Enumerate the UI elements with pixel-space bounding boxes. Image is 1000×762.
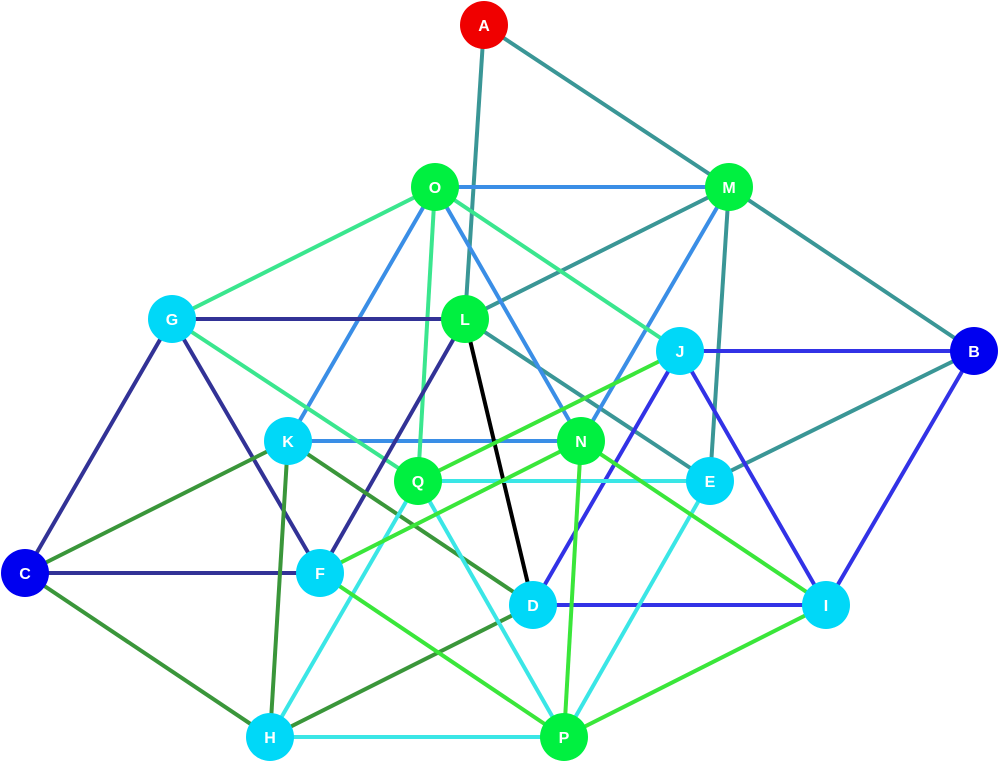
node-o: O xyxy=(411,163,459,211)
edge-l-e xyxy=(463,317,712,483)
node-b: B xyxy=(950,327,998,375)
edge-o-j xyxy=(433,185,682,353)
edge-q-p xyxy=(416,480,566,738)
edge-g-c xyxy=(23,317,174,575)
node-label: B xyxy=(968,344,980,361)
edge-k-c xyxy=(24,439,289,575)
edge-h-d xyxy=(269,603,534,739)
node-i: I xyxy=(802,581,850,629)
edge-k-d xyxy=(286,439,535,607)
edge-j-i xyxy=(678,350,828,606)
edge-m-n xyxy=(579,185,731,443)
node-circle xyxy=(148,295,196,343)
node-e: E xyxy=(686,457,734,505)
node-label: A xyxy=(478,18,490,35)
node-k: K xyxy=(264,417,312,465)
node-label: I xyxy=(824,598,828,615)
node-label: P xyxy=(559,730,570,747)
edge-n-p xyxy=(562,440,583,738)
edge-o-q xyxy=(416,186,437,482)
node-label: E xyxy=(705,474,716,491)
node-circle xyxy=(705,163,753,211)
edge-j-q xyxy=(417,349,681,483)
edge-b-e xyxy=(709,349,975,483)
node-a: A xyxy=(460,1,508,49)
node-circle xyxy=(686,457,734,505)
node-circle xyxy=(557,417,605,465)
node-m: M xyxy=(705,163,753,211)
node-circle xyxy=(509,581,557,629)
node-circle xyxy=(1,549,49,597)
edge-a-m xyxy=(482,23,731,189)
edge-e-p xyxy=(562,480,712,738)
node-circle xyxy=(264,417,312,465)
edge-o-n xyxy=(433,186,583,442)
node-label: J xyxy=(676,344,685,361)
node-h: H xyxy=(246,713,294,761)
node-circle xyxy=(460,1,508,49)
node-g: G xyxy=(148,295,196,343)
node-circle xyxy=(950,327,998,375)
edge-c-h xyxy=(23,571,272,739)
node-label: N xyxy=(575,434,587,451)
node-circle xyxy=(246,713,294,761)
node-label: H xyxy=(264,730,276,747)
node-p: P xyxy=(540,713,588,761)
edge-j-d xyxy=(531,349,682,607)
edge-o-k xyxy=(286,185,437,443)
edge-o-g xyxy=(171,185,436,321)
edge-a-l xyxy=(463,24,486,320)
node-circle xyxy=(540,713,588,761)
edge-l-d xyxy=(463,318,535,606)
node-label: M xyxy=(722,180,735,197)
node-c: C xyxy=(1,549,49,597)
edge-g-q xyxy=(170,317,420,483)
edge-n-f xyxy=(319,439,582,575)
edge-k-h xyxy=(268,440,290,738)
node-label: D xyxy=(527,598,539,615)
node-label: Q xyxy=(412,474,424,491)
node-label: F xyxy=(315,566,325,583)
edge-m-e xyxy=(708,186,731,482)
edge-b-i xyxy=(824,349,976,607)
node-label: O xyxy=(429,180,441,197)
node-circle xyxy=(296,549,344,597)
node-circle xyxy=(656,327,704,375)
node-j: J xyxy=(656,327,704,375)
node-l: L xyxy=(441,295,489,343)
node-f: F xyxy=(296,549,344,597)
node-label: K xyxy=(282,434,294,451)
edge-n-i xyxy=(579,439,828,607)
node-label: G xyxy=(166,312,178,329)
edge-g-f xyxy=(170,317,322,575)
node-q: Q xyxy=(394,457,442,505)
edge-m-l xyxy=(464,185,730,321)
edge-q-h xyxy=(268,479,420,739)
node-circle xyxy=(802,581,850,629)
edge-m-b xyxy=(727,185,976,353)
node-circle xyxy=(441,295,489,343)
node-d: D xyxy=(509,581,557,629)
node-circle xyxy=(411,163,459,211)
edge-l-f xyxy=(318,318,467,574)
node-label: C xyxy=(19,566,31,583)
graph-edges xyxy=(23,23,976,739)
node-n: N xyxy=(557,417,605,465)
node-label: L xyxy=(460,312,470,329)
edge-f-p xyxy=(318,571,566,739)
node-circle xyxy=(394,457,442,505)
edge-i-p xyxy=(563,603,827,739)
